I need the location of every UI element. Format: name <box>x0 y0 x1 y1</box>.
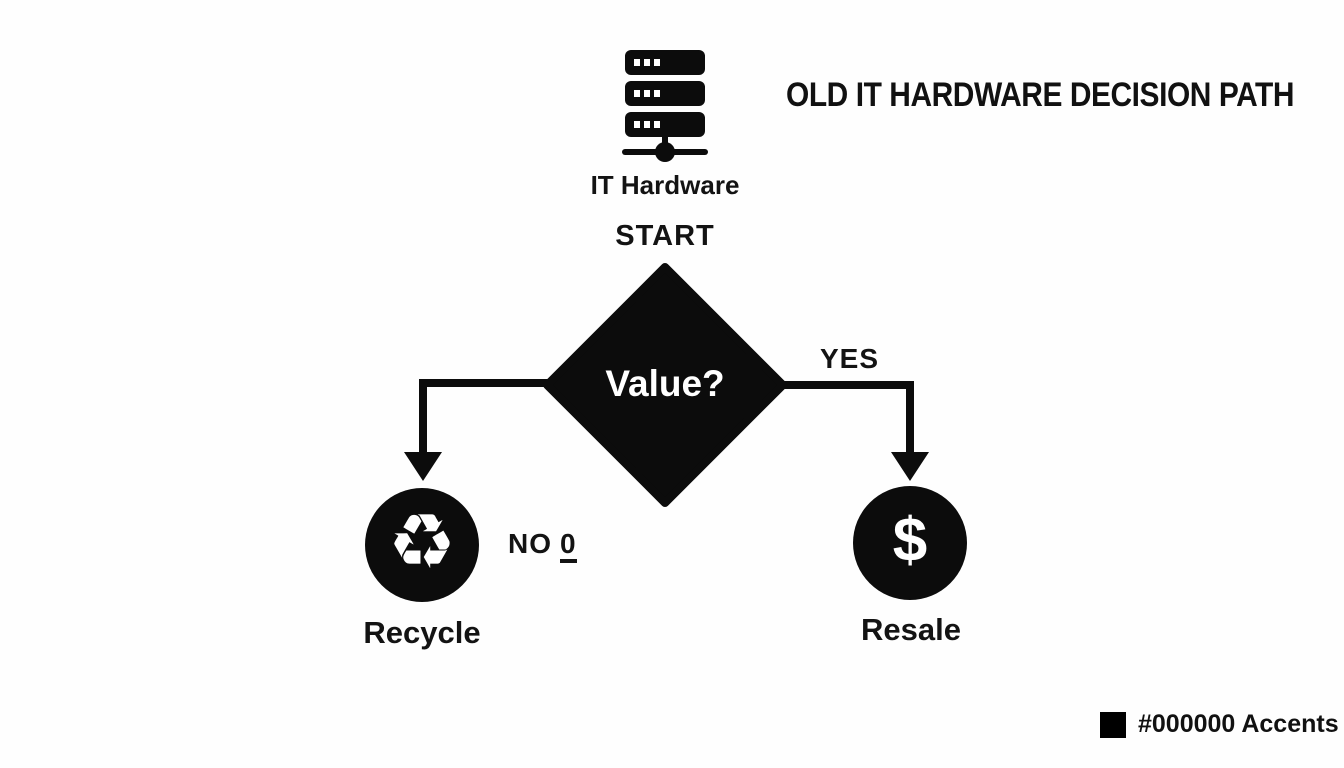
server-network-node <box>655 142 675 162</box>
no-branch-connector <box>419 379 560 456</box>
server-icon <box>622 50 708 162</box>
resale-node: $ <box>853 486 967 600</box>
decision-label: Value? <box>605 363 725 404</box>
page-title: OLD IT HARDWARE DECISION PATH <box>786 76 1295 114</box>
legend-color-swatch <box>1100 711 1126 738</box>
yes-branch-arrowhead-icon <box>891 452 929 481</box>
legend-label: #000000 Accents <box>1138 710 1339 738</box>
yes-branch-label: YES <box>820 343 880 374</box>
no-branch-label-text: NO <box>508 528 552 559</box>
recycle-node-label: Recycle <box>363 615 481 650</box>
yes-branch-connector <box>772 381 914 456</box>
server-rack-2 <box>625 81 705 106</box>
no-branch-label: NO 0 <box>508 528 577 563</box>
server-rack-3 <box>625 112 705 137</box>
start-label: START <box>615 220 715 252</box>
decision-diamond <box>543 263 787 507</box>
no-branch-arrowhead-icon <box>404 452 442 481</box>
recycle-icon: ♻ <box>387 497 457 586</box>
no-branch-label-suffix: 0 <box>560 530 577 563</box>
dollar-icon: $ <box>892 506 928 575</box>
server-rack-1 <box>625 50 705 75</box>
legend: #000000 Accents <box>1100 710 1339 739</box>
start-node-label: IT Hardware <box>590 170 740 200</box>
resale-node-label: Resale <box>861 612 961 647</box>
recycle-node: ♻ <box>365 488 479 602</box>
